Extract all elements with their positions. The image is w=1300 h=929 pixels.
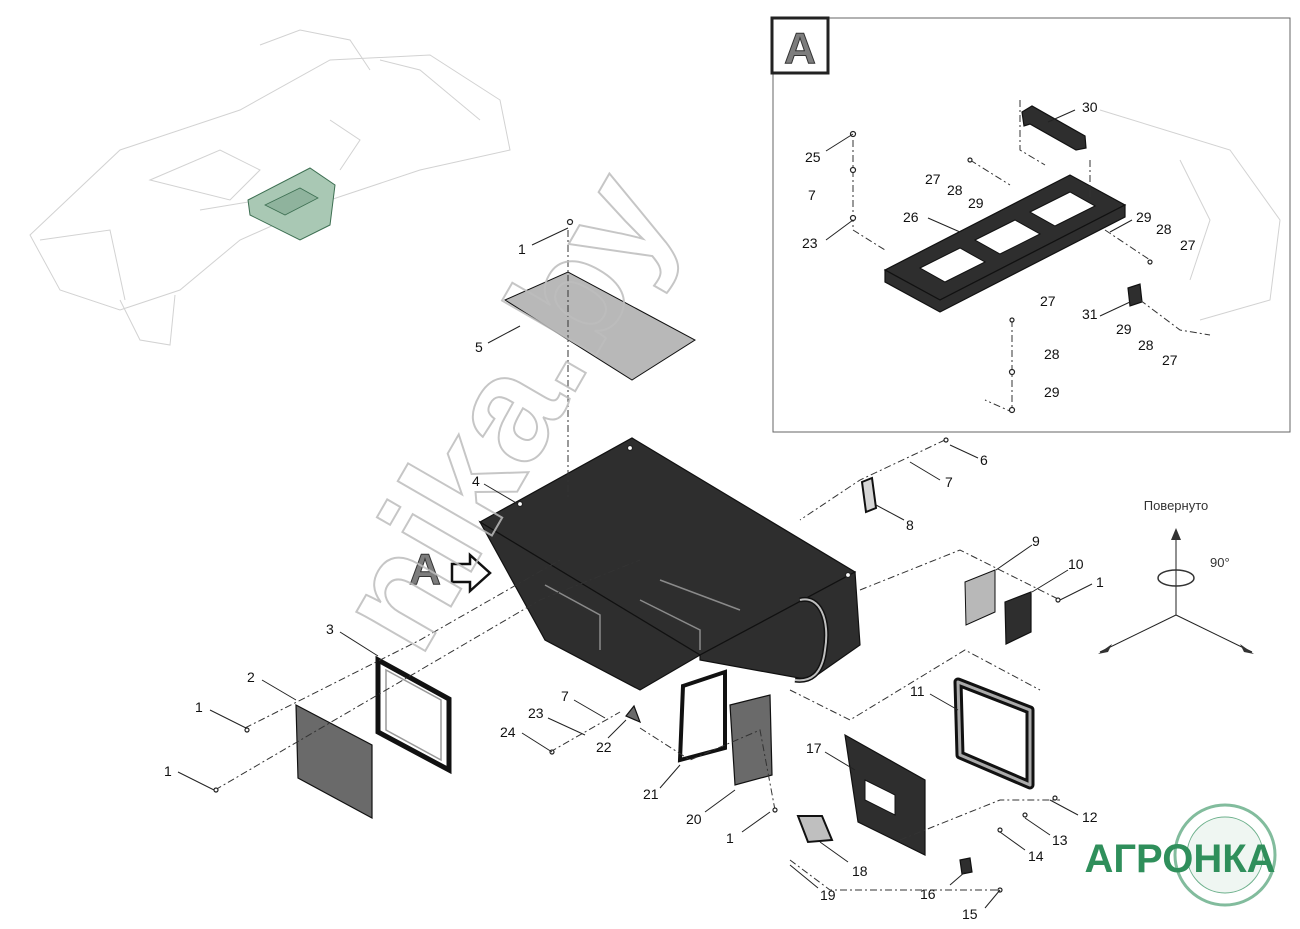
small-panel <box>729 694 773 786</box>
callout-27-d: 27 <box>1162 352 1178 368</box>
battery-box-assembly <box>478 271 861 691</box>
callout-10: 10 <box>1068 556 1084 572</box>
brand-logo: АГРОНКА <box>1084 803 1277 907</box>
callout-22: 22 <box>596 739 612 755</box>
rotation-indicator: Повернуто 90° <box>1098 498 1254 654</box>
callout-27-b: 27 <box>1180 237 1196 253</box>
clip <box>1127 283 1143 307</box>
tractor-context-view <box>29 29 511 346</box>
callout-4: 4 <box>472 473 480 489</box>
callout-7-mid: 7 <box>561 688 569 704</box>
detail-view-a: A <box>770 16 1291 433</box>
callout-labels: 1 5 4 2 3 1 1 6 7 8 9 10 1 11 17 12 13 1… <box>164 99 1196 922</box>
callout-6: 6 <box>980 452 988 468</box>
hold-down-bar <box>1021 105 1087 151</box>
callout-15: 15 <box>962 906 978 922</box>
callout-1-right: 1 <box>1096 574 1104 590</box>
callout-1-left-b: 1 <box>164 763 172 779</box>
plate-10 <box>1004 591 1032 645</box>
callout-24: 24 <box>500 724 516 740</box>
latch <box>625 704 642 724</box>
gasket-frame <box>375 655 452 775</box>
callout-12: 12 <box>1082 809 1098 825</box>
view-arrow-tag: A <box>409 545 441 594</box>
callout-5: 5 <box>475 339 483 355</box>
callout-17: 17 <box>806 740 822 756</box>
callout-26: 26 <box>903 209 919 225</box>
callout-29-b: 29 <box>1136 209 1152 225</box>
callout-28-a: 28 <box>947 182 963 198</box>
side-panel <box>295 703 373 820</box>
rotation-caption: Повернуто <box>1144 498 1209 513</box>
callout-3: 3 <box>326 621 334 637</box>
callout-1-left-a: 1 <box>195 699 203 715</box>
callout-7-detail: 7 <box>808 187 816 203</box>
callout-11: 11 <box>910 683 925 699</box>
view-arrow-a: A <box>409 545 492 595</box>
callout-1-bottom: 1 <box>726 830 734 846</box>
callout-8: 8 <box>906 517 914 533</box>
callout-14: 14 <box>1028 848 1044 864</box>
callout-21: 21 <box>643 786 659 802</box>
callout-29-d: 29 <box>1044 384 1060 400</box>
rotation-angle: 90° <box>1210 555 1230 570</box>
logo-text: АГРОНКА <box>1084 837 1275 881</box>
small-clip <box>959 857 973 875</box>
callout-9: 9 <box>1032 533 1040 549</box>
callout-2: 2 <box>247 669 255 685</box>
battery-lid-plate <box>503 271 696 381</box>
callout-16: 16 <box>920 886 936 902</box>
callout-28-b: 28 <box>1156 221 1172 237</box>
handle <box>860 476 878 514</box>
detail-view-tag: A <box>784 24 816 73</box>
callout-13: 13 <box>1052 832 1068 848</box>
callout-31: 31 <box>1082 306 1098 322</box>
callout-30: 30 <box>1082 99 1098 115</box>
callout-28-d: 28 <box>1044 346 1060 362</box>
callout-7-right: 7 <box>945 474 953 490</box>
callout-28-c: 28 <box>1138 337 1154 353</box>
callout-25: 25 <box>805 149 821 165</box>
callout-1-top: 1 <box>518 241 526 257</box>
callout-23-detail: 23 <box>802 235 818 251</box>
small-frame <box>677 669 727 763</box>
callout-29-a: 29 <box>968 195 984 211</box>
callout-29-c: 29 <box>1116 321 1132 337</box>
callout-20: 20 <box>686 811 702 827</box>
plate-9 <box>964 569 996 626</box>
callout-18: 18 <box>852 863 868 879</box>
callout-27-c: 27 <box>1040 293 1056 309</box>
exploded-parts <box>213 218 1061 893</box>
callout-19: 19 <box>820 887 836 903</box>
callout-27-a: 27 <box>925 171 941 187</box>
leader-lines <box>177 109 1133 909</box>
callout-23-mid: 23 <box>528 705 544 721</box>
small-bracket <box>796 815 834 844</box>
